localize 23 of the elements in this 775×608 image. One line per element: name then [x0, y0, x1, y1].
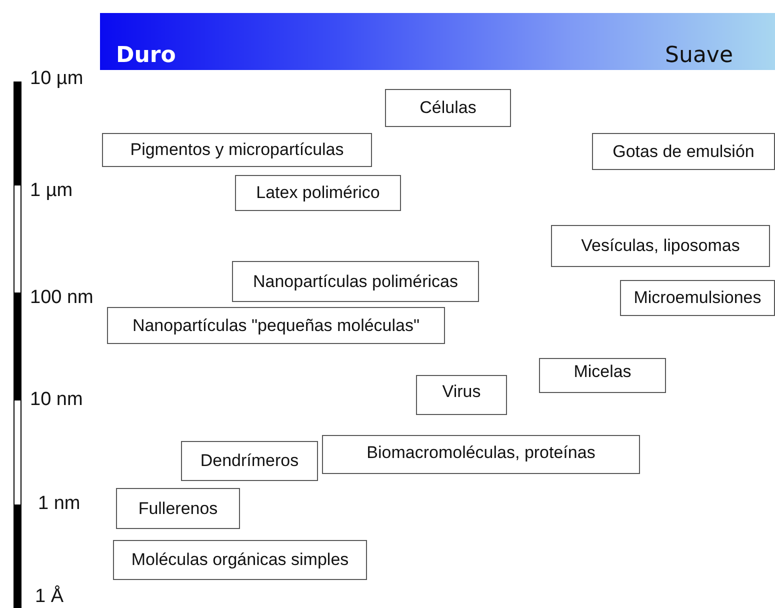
scale-label: 10 nm — [30, 389, 83, 411]
scale-label: 1 µm — [30, 180, 73, 202]
category-box: Fullerenos — [116, 488, 240, 529]
category-box: Nanopartículas "pequeñas moléculas" — [107, 307, 445, 344]
category-box: Latex polimérico — [235, 175, 401, 211]
category-box: Moléculas orgánicas simples — [113, 540, 367, 580]
category-box: Gotas de emulsión — [592, 133, 775, 170]
category-box: Nanopartículas poliméricas — [232, 261, 479, 302]
scale-label: 10 µm — [30, 68, 84, 90]
band-label: Suave — [665, 43, 733, 68]
category-box: Micelas — [539, 358, 666, 393]
category-box: Células — [385, 89, 511, 127]
gradient-band — [100, 13, 775, 70]
category-box: Microemulsiones — [620, 280, 775, 316]
category-box: Vesículas, liposomas — [551, 225, 770, 267]
category-box: Pigmentos y micropartículas — [102, 133, 372, 167]
band-label: Duro — [116, 43, 176, 68]
scale-label: 100 nm — [30, 287, 94, 309]
category-box: Dendrímeros — [181, 441, 318, 481]
category-box: Virus — [416, 375, 507, 415]
category-box: Biomacromoléculas, proteínas — [322, 435, 640, 474]
scale-label: 1 nm — [38, 493, 80, 515]
scale-label: 1 Å — [35, 586, 64, 608]
